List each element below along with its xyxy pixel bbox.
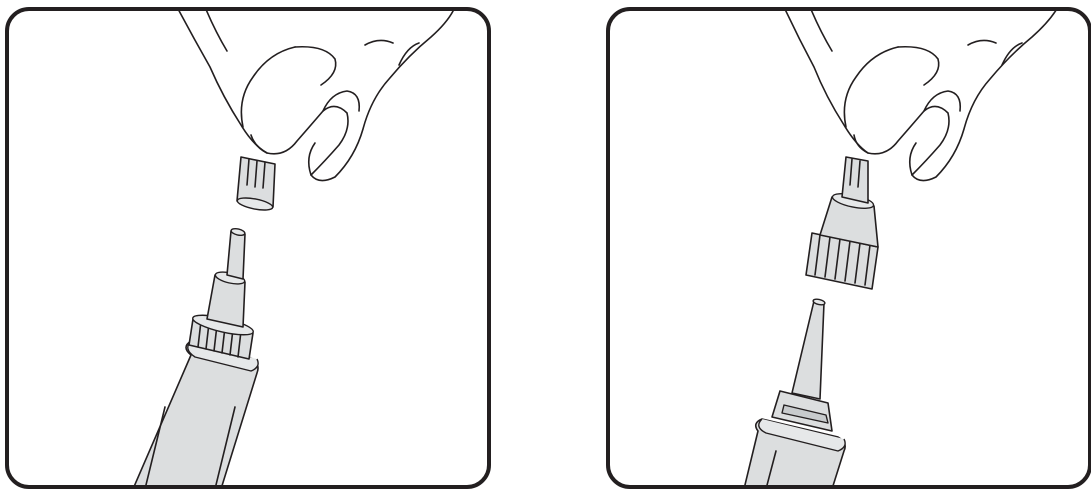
panel-step-1 (5, 7, 491, 489)
gloved-hand (178, 11, 454, 182)
step-2-illustration (744, 11, 1057, 485)
bottle-collar (188, 314, 254, 360)
bottle (744, 418, 846, 485)
cap (236, 156, 276, 211)
bottle (133, 340, 259, 485)
nozzle (206, 227, 246, 328)
panel-step-2 (606, 7, 1091, 489)
step-1-illustration (133, 11, 454, 485)
cap-with-nozzle (805, 156, 879, 290)
gloved-hand (784, 11, 1057, 182)
bottle-tip (771, 298, 833, 432)
